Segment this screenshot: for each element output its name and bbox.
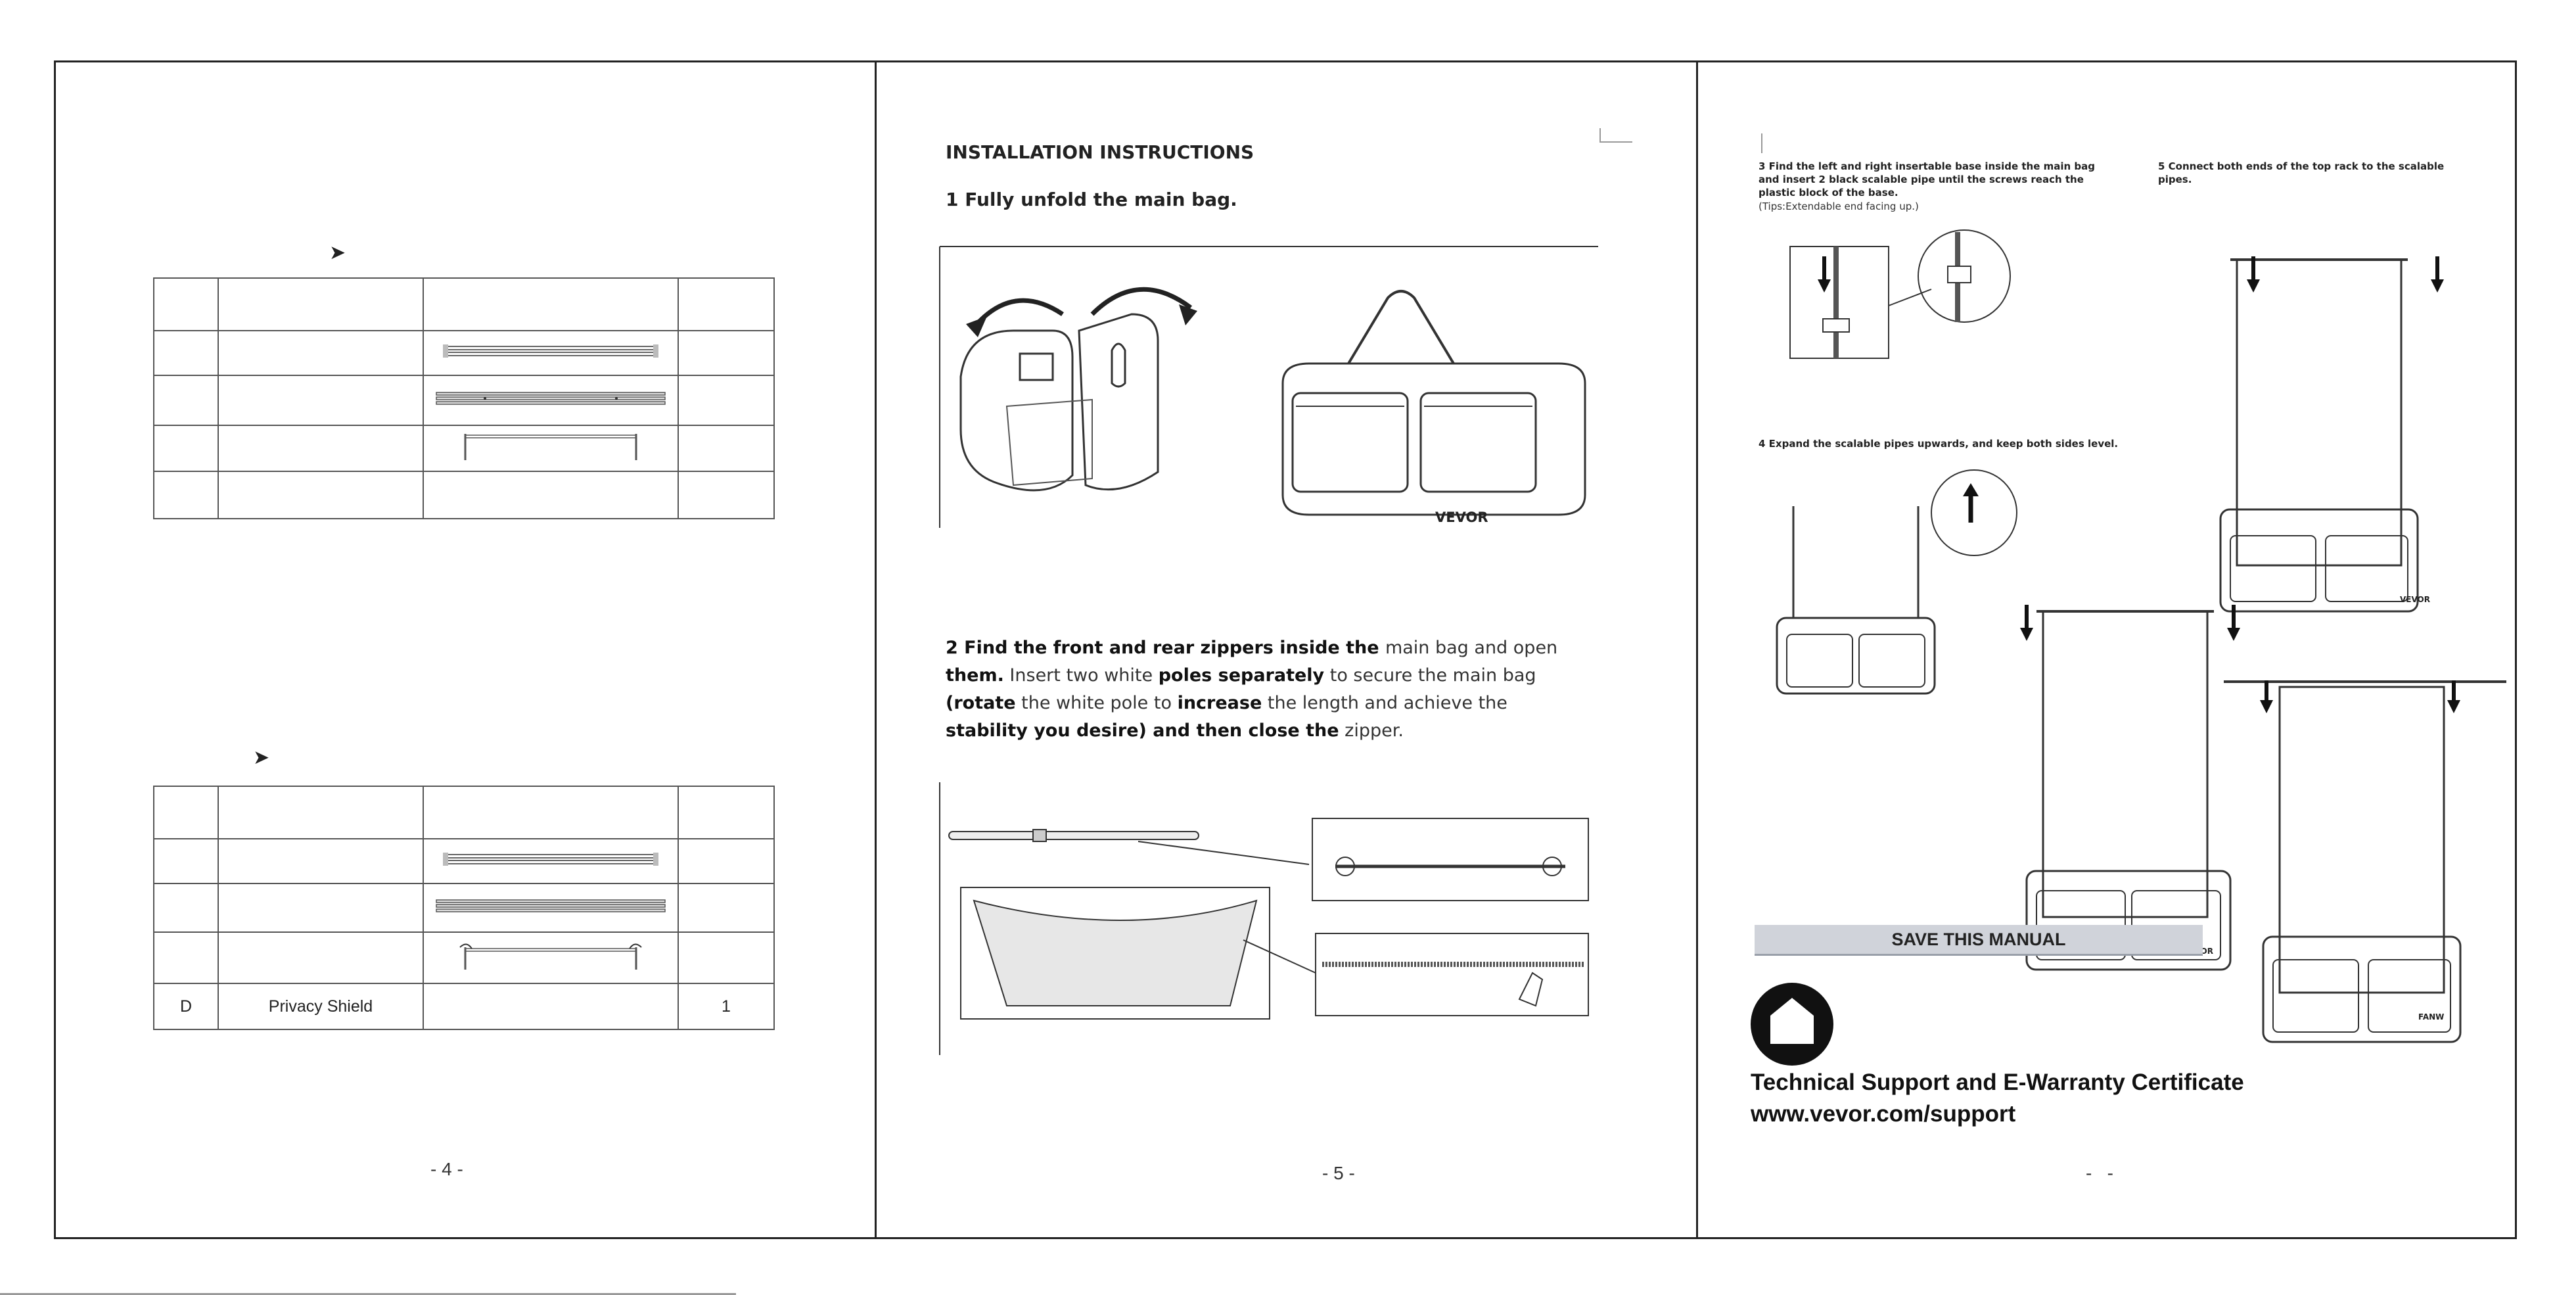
- part-c-image: [423, 931, 679, 984]
- manual-spread: ➤ ➤: [54, 60, 2517, 1239]
- step-4-illustration: [1776, 469, 2017, 695]
- step-3-tips: (Tips:Extendable end facing up.): [1759, 200, 1919, 212]
- step-2-segment: increase: [1177, 693, 1262, 713]
- step-2-illustration: [939, 782, 1589, 1055]
- step-2-segment: poles separately: [1158, 665, 1325, 686]
- crop-mark: [1599, 141, 1632, 143]
- step-5-illustrations: [2020, 256, 2506, 1043]
- cursor-arrow-icon: ➤: [329, 242, 346, 264]
- support-title: Technical Support and E-Warranty Certifi…: [1751, 1070, 2244, 1095]
- step-3-text: 3 Find the left and right insertable bas…: [1759, 160, 2095, 199]
- part-a-image: [423, 838, 679, 884]
- step-1-illustration: x: [939, 246, 1598, 528]
- part-a-image: [423, 330, 679, 376]
- row-d-label: D: [153, 983, 219, 1030]
- save-manual-banner: SAVE THIS MANUAL: [1755, 925, 2203, 956]
- step-2-segment: the white pole to: [1015, 693, 1178, 713]
- page-5: INSTALLATION INSTRUCTIONS 1 Fully unfold…: [877, 62, 1696, 1237]
- bottom-rule: [0, 1293, 736, 1295]
- step-5-text: 5 Connect both ends of the top rack to t…: [2158, 160, 2445, 185]
- step-2-segment: them.: [946, 665, 1004, 686]
- page-number: - 4 -: [430, 1159, 463, 1179]
- brand-label: VEVOR: [2400, 595, 2431, 604]
- page-number: - 5 -: [1322, 1163, 1355, 1183]
- row-d-qty: 1: [678, 983, 775, 1030]
- step-2-segment: (rotate: [946, 693, 1016, 713]
- crop-mark: [1761, 133, 1762, 153]
- page-6: 3 Find the left and right insertable bas…: [1698, 62, 2517, 1237]
- parts-table-2: D Privacy Shield 1: [153, 786, 775, 1030]
- parts-table-1: [153, 277, 775, 519]
- part-b-image: [423, 375, 679, 426]
- step-2-segment: Insert two white: [1003, 665, 1159, 686]
- crop-mark: [1599, 128, 1601, 143]
- page-4: ➤ ➤: [56, 62, 875, 1237]
- row-d-name: Privacy Shield: [218, 983, 424, 1030]
- step-3-illustration: [1789, 229, 2011, 359]
- step-2-segment: zipper.: [1339, 720, 1404, 741]
- page-number: - -: [2086, 1163, 2113, 1183]
- step-2-segment: to secure the main bag: [1324, 665, 1536, 686]
- page-divider-left: [875, 62, 877, 1237]
- page-title: INSTALLATION INSTRUCTIONS: [946, 141, 1254, 163]
- brand-label: VEVOR: [1435, 509, 1488, 525]
- part-c-image: [423, 425, 679, 472]
- step-4-text: 4 Expand the scalable pipes upwards, and…: [1759, 438, 2119, 450]
- part-b-image: [423, 883, 679, 933]
- step-2-segment: the length and achieve the: [1262, 693, 1507, 713]
- brand-label: FANW: [2418, 1012, 2445, 1022]
- cursor-arrow-icon: ➤: [253, 747, 270, 768]
- home-icon: [1751, 983, 1833, 1066]
- step-2-segment: 2 Find the front and rear zippers inside…: [946, 638, 1385, 658]
- step-2-text: 2 Find the front and rear zippers inside…: [946, 634, 1590, 745]
- step-2-segment: stability you desire) and then close the: [946, 720, 1339, 741]
- step-2-segment: main bag and open: [1385, 638, 1558, 658]
- step-1-heading: 1 Fully unfold the main bag.: [946, 189, 1237, 210]
- support-url[interactable]: www.vevor.com/support: [1751, 1101, 2016, 1127]
- page-divider-right: [1696, 62, 1698, 1237]
